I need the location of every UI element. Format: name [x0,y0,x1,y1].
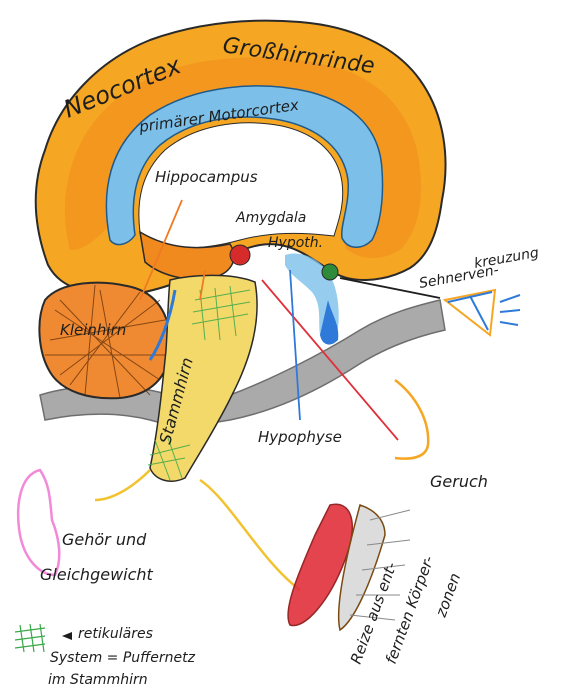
hypothalamus-spot [322,264,338,280]
legend-arrow [62,632,72,640]
label-hypophyse: Hypophyse [258,428,342,446]
arrow-yellow-reize [200,480,300,590]
label-geruch: Geruch [430,472,488,491]
label-gehoer-1: Gehör und [62,530,147,549]
reticular-legend-swatch [15,624,45,652]
label-hypothalamus: Hypoth. [268,235,323,251]
arrow-yellow-gehoer [95,470,150,500]
label-sehnerven-2: kreuzung [473,245,540,272]
stammhirn-region [150,275,257,481]
sehnerven-diagram [445,290,520,335]
amygdala-spot [230,245,250,265]
label-amygdala: Amygdala [235,210,306,226]
label-reize-3: zonen [432,571,465,621]
label-gehoer-2: Gleichgewicht [40,565,154,584]
nose-outline [395,380,428,459]
label-retikular-2: System = Puffernetz [50,650,196,666]
kleinhirn-region [39,283,170,399]
label-hippocampus: Hippocampus [155,168,258,186]
label-retikular-3: im Stammhirn [48,672,148,688]
ear-outline [18,470,59,575]
label-kleinhirn: Kleinhirn [60,321,126,339]
label-retikular-1: retikuläres [78,626,153,642]
